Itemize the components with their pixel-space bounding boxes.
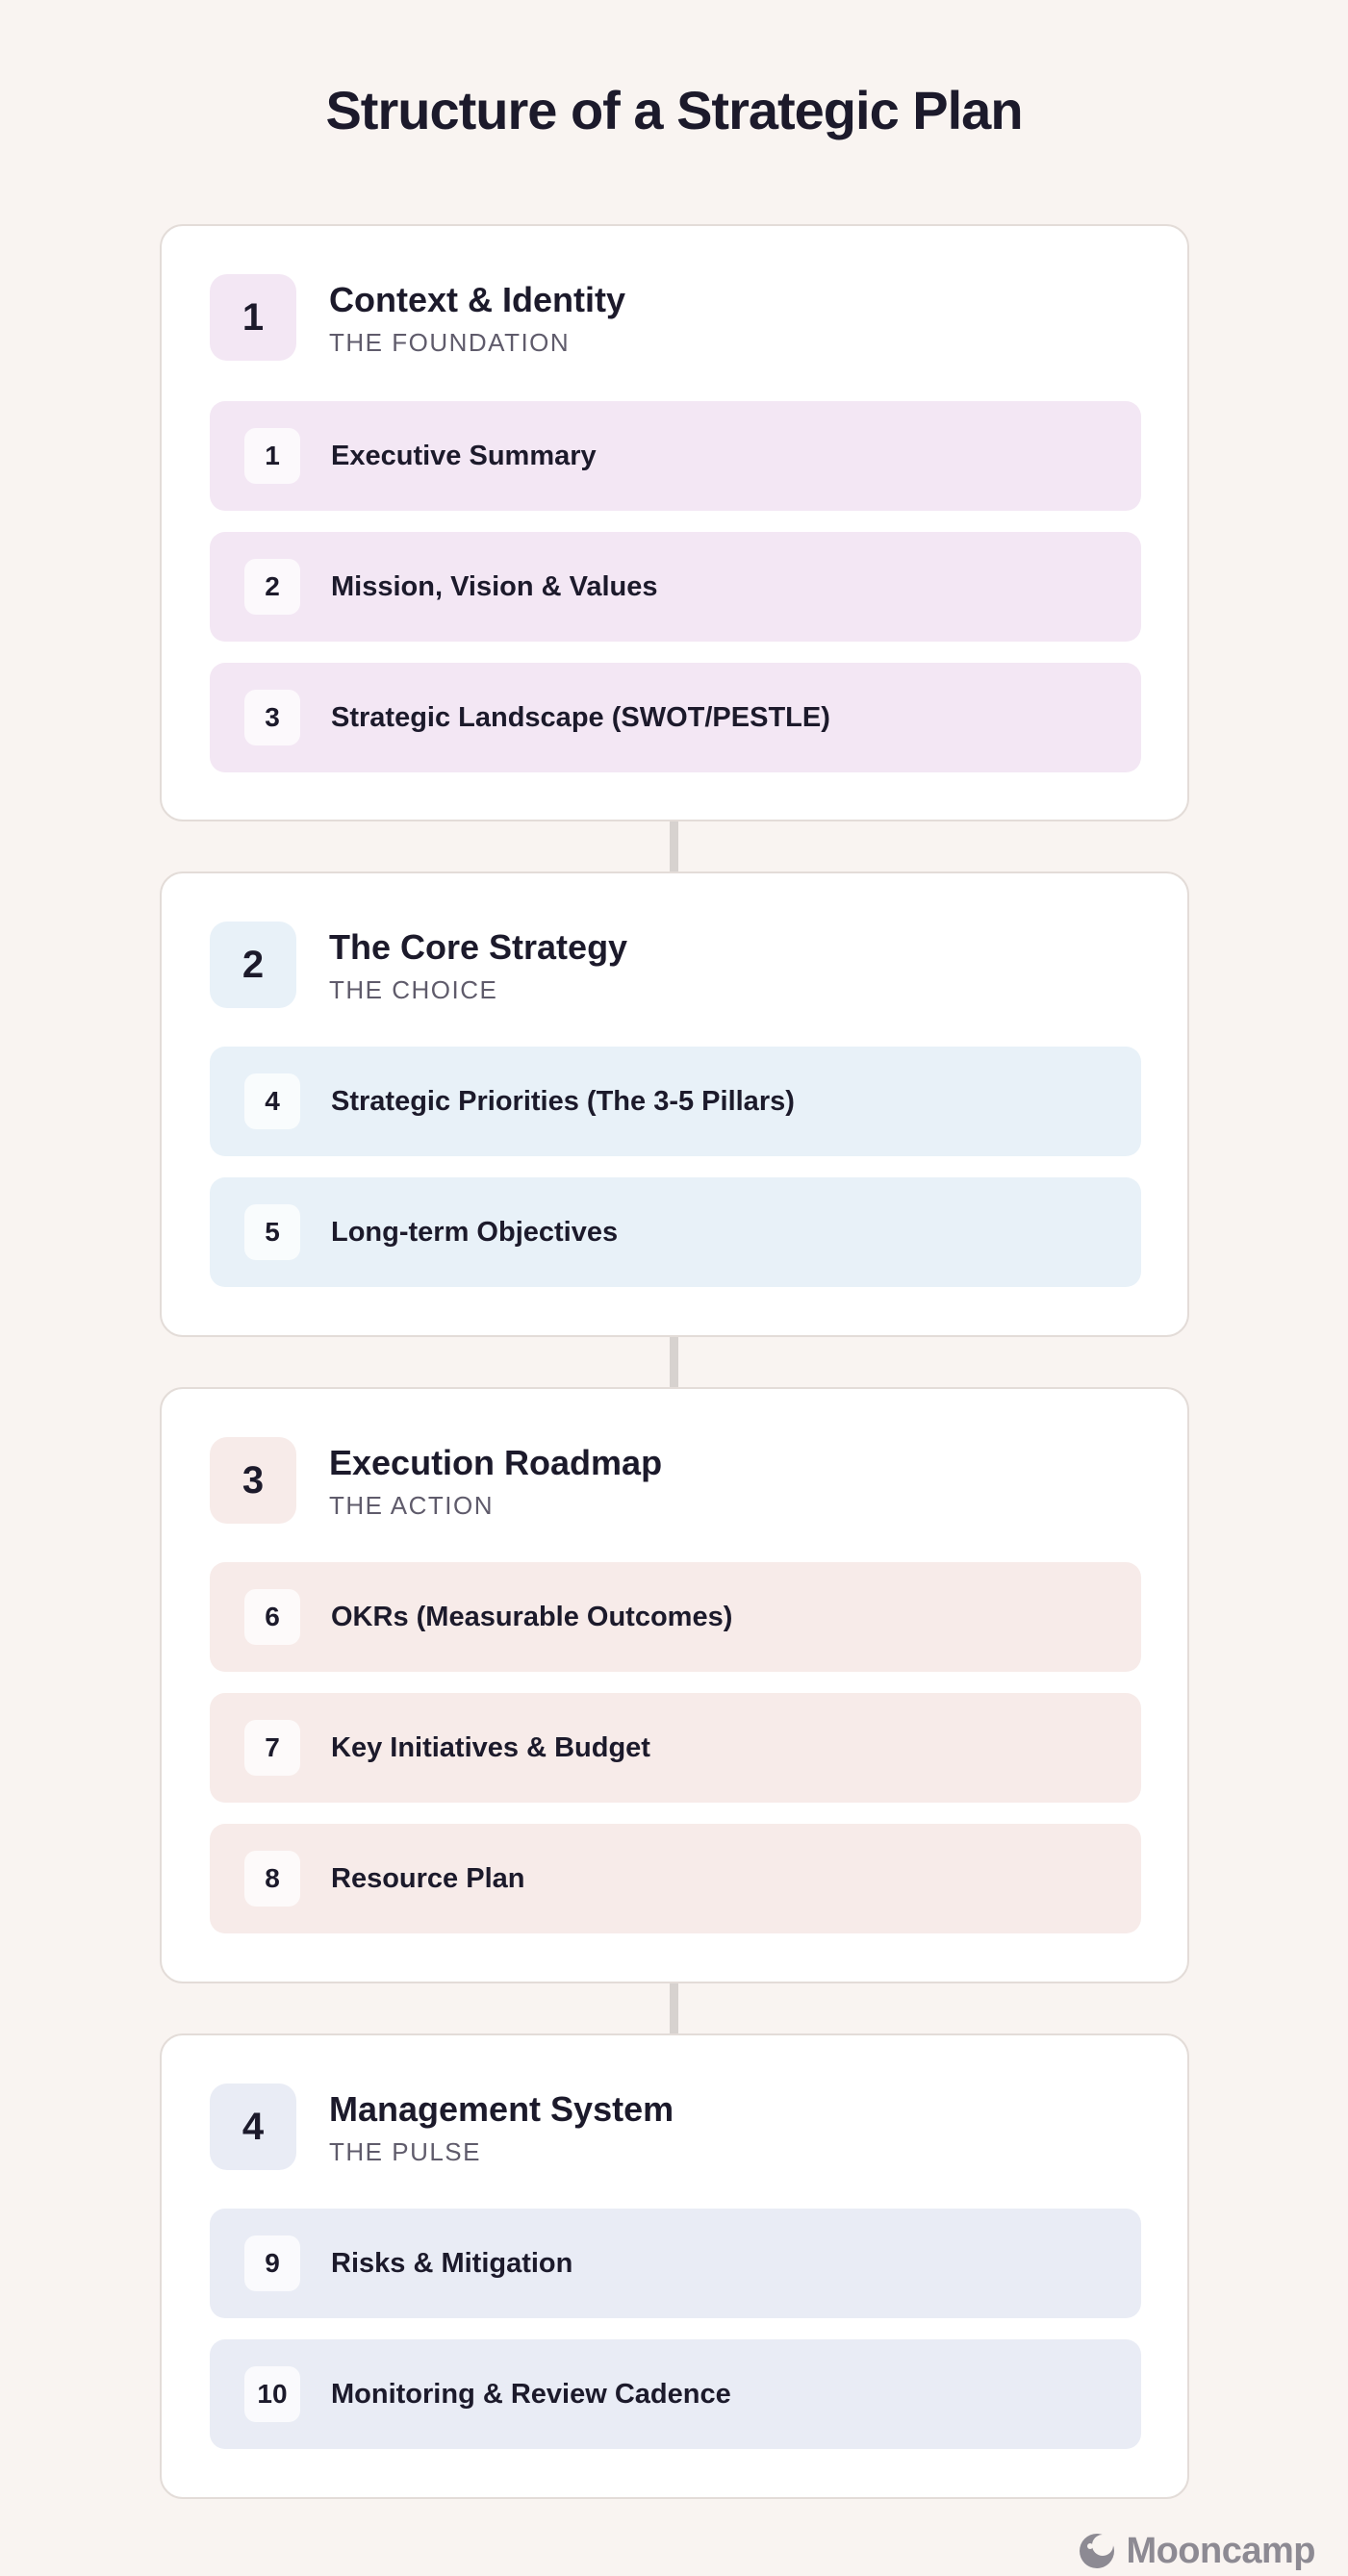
mooncamp-logo-icon xyxy=(1080,2534,1115,2568)
item-number-badge: 3 xyxy=(244,690,300,745)
brand-footer: Mooncamp xyxy=(1078,2530,1315,2571)
item-label: Resource Plan xyxy=(331,1862,525,1894)
item-label: OKRs (Measurable Outcomes) xyxy=(331,1601,733,1632)
section-title: Management System xyxy=(329,2089,674,2129)
section-title: Context & Identity xyxy=(329,280,626,319)
item-label: Executive Summary xyxy=(331,440,597,471)
section-number-badge: 2 xyxy=(210,922,296,1008)
list-item: 4 Strategic Priorities (The 3-5 Pillars) xyxy=(210,1047,1141,1156)
list-item: 5 Long-term Objectives xyxy=(210,1177,1141,1287)
section-context-identity: 1 Context & Identity THE FOUNDATION 1 Ex… xyxy=(160,224,1189,821)
item-number-badge: 10 xyxy=(244,2366,300,2422)
item-number-badge: 7 xyxy=(244,1720,300,1776)
item-number-badge: 2 xyxy=(244,559,300,615)
section-core-strategy: 2 The Core Strategy THE CHOICE 4 Strateg… xyxy=(160,871,1189,1337)
list-item: 6 OKRs (Measurable Outcomes) xyxy=(210,1562,1141,1672)
section-connector xyxy=(670,821,678,871)
list-item: 7 Key Initiatives & Budget xyxy=(210,1693,1141,1803)
item-label: Key Initiatives & Budget xyxy=(331,1731,650,1763)
item-label: Mission, Vision & Values xyxy=(331,570,658,602)
list-item: 8 Resource Plan xyxy=(210,1824,1141,1933)
item-number-badge: 6 xyxy=(244,1589,300,1645)
item-number-badge: 8 xyxy=(244,1851,300,1907)
item-number-badge: 1 xyxy=(244,428,300,484)
item-number-badge: 4 xyxy=(244,1073,300,1129)
section-connector xyxy=(670,1983,678,2033)
item-label: Monitoring & Review Cadence xyxy=(331,2378,731,2410)
list-item: 1 Executive Summary xyxy=(210,401,1141,511)
section-number-badge: 4 xyxy=(210,2084,296,2170)
item-number-badge: 9 xyxy=(244,2235,300,2291)
section-number-badge: 1 xyxy=(210,274,296,361)
brand-name: Mooncamp xyxy=(1126,2530,1315,2571)
section-number-badge: 3 xyxy=(210,1437,296,1524)
list-item: 9 Risks & Mitigation xyxy=(210,2209,1141,2318)
item-number-badge: 5 xyxy=(244,1204,300,1260)
list-item: 2 Mission, Vision & Values xyxy=(210,532,1141,642)
section-subtitle: THE ACTION xyxy=(329,1491,495,1520)
list-item: 10 Monitoring & Review Cadence xyxy=(210,2339,1141,2449)
section-title: Execution Roadmap xyxy=(329,1443,663,1482)
section-management-system: 4 Management System THE PULSE 9 Risks & … xyxy=(160,2033,1189,2499)
section-execution-roadmap: 3 Execution Roadmap THE ACTION 6 OKRs (M… xyxy=(160,1387,1189,1983)
item-label: Long-term Objectives xyxy=(331,1216,619,1248)
section-subtitle: THE CHOICE xyxy=(329,975,498,1004)
section-subtitle: THE FOUNDATION xyxy=(329,328,571,357)
page-title: Structure of a Strategic Plan xyxy=(325,80,1023,140)
item-label: Strategic Priorities (The 3-5 Pillars) xyxy=(331,1085,795,1117)
list-item: 3 Strategic Landscape (SWOT/PESTLE) xyxy=(210,663,1141,772)
item-label: Risks & Mitigation xyxy=(331,2247,573,2279)
section-subtitle: THE PULSE xyxy=(329,2137,481,2166)
section-title: The Core Strategy xyxy=(329,927,628,967)
section-connector xyxy=(670,1337,678,1387)
item-label: Strategic Landscape (SWOT/PESTLE) xyxy=(331,701,830,733)
